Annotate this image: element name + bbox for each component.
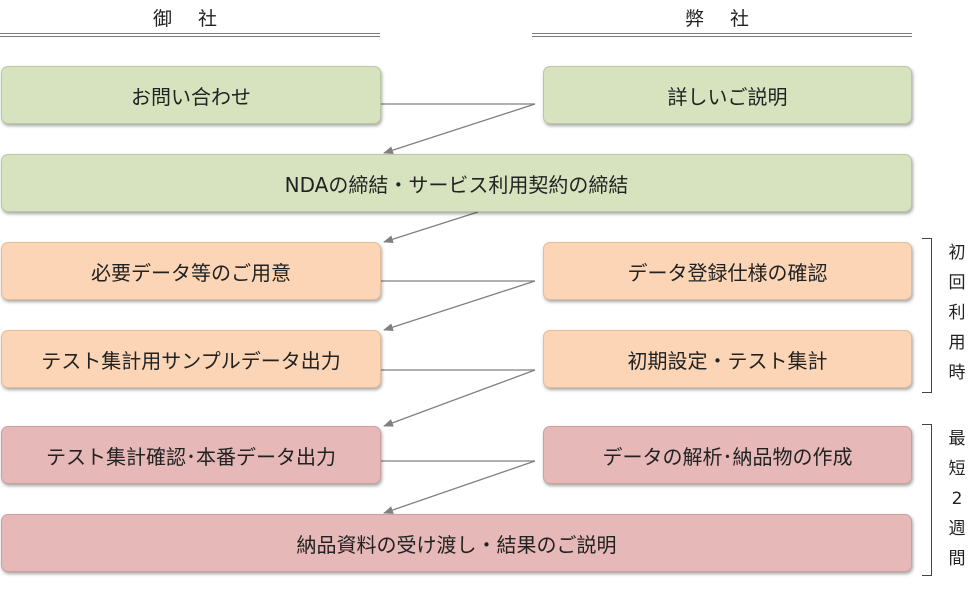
header-company: 弊 社 [684, 8, 760, 30]
flow-arrow [383, 369, 536, 427]
flow-arrow [383, 460, 536, 514]
analysis-box: データの解析･納品物の作成 [543, 426, 912, 484]
delivery-box: 納品資料の受け渡し・結果のご説明 [1, 514, 912, 572]
confirm-spec-label: データ登録仕様の確認 [627, 260, 828, 285]
confirm-spec-box: データ登録仕様の確認 [543, 242, 912, 300]
shortest-label: 最 短 2 週 間 [948, 429, 966, 569]
delivery-label: 納品資料の受け渡し・結果のご説明 [296, 532, 617, 557]
first-use-label: 初 回 利 用 時 [948, 243, 966, 383]
test-output-label: テスト集計用サンプルデータ出力 [41, 348, 341, 373]
prepare-data-box: 必要データ等のご用意 [1, 242, 381, 300]
header-client: 御 社 [152, 8, 228, 30]
nda-box: NDAの締結・サービス利用契約の締結 [1, 154, 912, 212]
inquiry-box: お問い合わせ [1, 66, 381, 124]
initial-setup-box: 初期設定・テスト集計 [543, 330, 912, 388]
prepare-data-label: 必要データ等のご用意 [91, 260, 291, 285]
flow-arrow [383, 280, 536, 332]
initial-setup-label: 初期設定・テスト集計 [627, 348, 828, 373]
test-confirm-label: テスト集計確認･本番データ出力 [46, 444, 336, 469]
test-confirm-box: テスト集計確認･本番データ出力 [1, 426, 381, 484]
inquiry-label: お問い合わせ [131, 84, 251, 109]
header-company-underline [532, 33, 912, 37]
flow-arrow [383, 211, 479, 244]
nda-label: NDAの締結・サービス利用契約の締結 [284, 172, 629, 197]
explanation-label: 詳しいご説明 [667, 84, 788, 109]
header-client-underline [0, 33, 380, 37]
shortest-bracket [922, 424, 932, 576]
analysis-label: データの解析･納品物の作成 [602, 444, 853, 469]
flow-arrow [383, 103, 536, 155]
test-output-box: テスト集計用サンプルデータ出力 [1, 330, 381, 388]
first-use-bracket [922, 238, 932, 393]
explanation-box: 詳しいご説明 [543, 66, 912, 124]
